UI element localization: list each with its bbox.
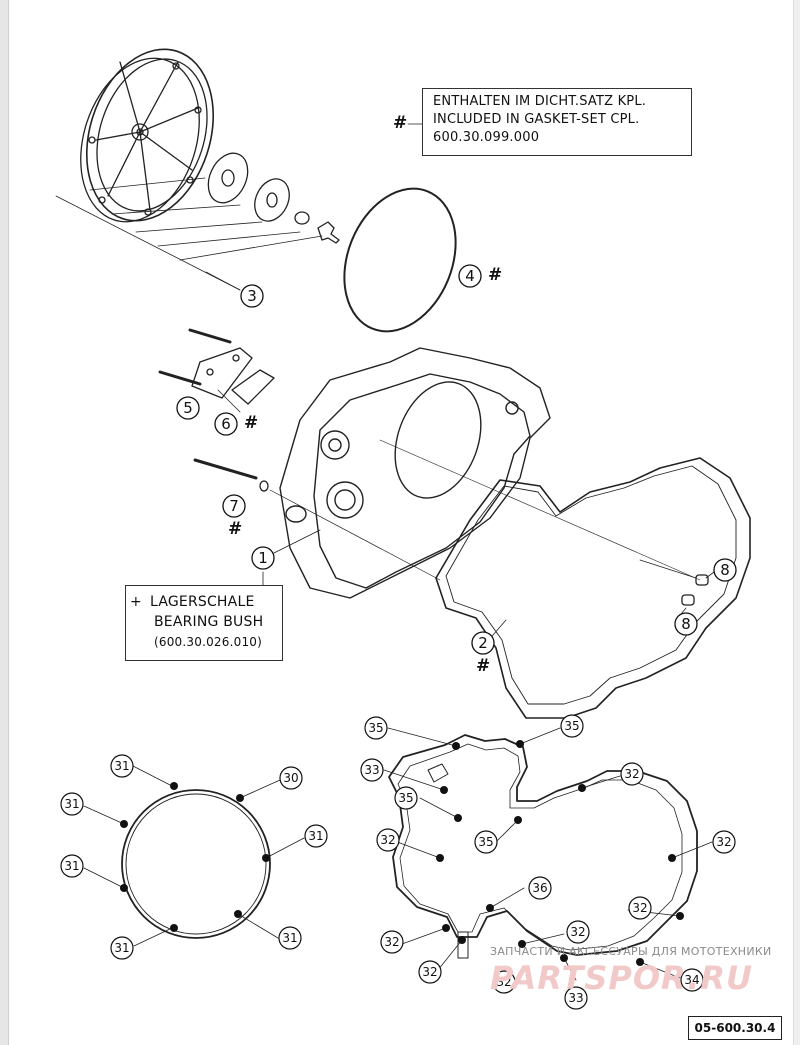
bolt-hole-dots <box>120 740 684 966</box>
outer-cover-part <box>80 48 215 223</box>
svg-text:31: 31 <box>282 931 297 945</box>
svg-text:32: 32 <box>422 965 437 979</box>
svg-text:32: 32 <box>624 767 639 781</box>
svg-text:32: 32 <box>570 925 585 939</box>
cover-ring-gasket-detail <box>121 789 271 939</box>
bearing-bush-note: + LAGERSCHALE BEARING BUSH (600.30.026.01… <box>125 585 283 661</box>
hash-mark-7: # <box>228 519 243 539</box>
leader-lines-3 <box>55 177 323 291</box>
o-ring-4 <box>343 187 457 333</box>
lower-callout-labels: 31 30 31 31 31 31 31 35 35 33 32 35 32 3… <box>64 719 731 1005</box>
right-scan-edge <box>793 0 800 1045</box>
callout-label-8b: 8 <box>681 615 691 633</box>
left-scan-edge <box>0 0 9 1045</box>
dowel-pins-8 <box>639 559 709 606</box>
callout-label-1: 1 <box>258 549 268 567</box>
svg-text:32: 32 <box>380 833 395 847</box>
svg-text:34: 34 <box>684 973 699 987</box>
callout-circle-1 <box>251 546 275 570</box>
seal-washer-parts <box>207 152 340 244</box>
bearing-line-3: (600.30.026.010) <box>154 635 262 649</box>
gasket-outline-detail <box>388 734 698 956</box>
callout-circle-8a <box>713 558 737 582</box>
svg-text:35: 35 <box>564 719 579 733</box>
svg-text:30: 30 <box>283 771 298 785</box>
callout-label-4: 4 <box>465 267 475 285</box>
callout-circle-8b <box>674 612 698 636</box>
svg-text:31: 31 <box>64 859 79 873</box>
bearing-line-2: BEARING BUSH <box>154 614 264 630</box>
note-line-2: INCLUDED IN GASKET-SET CPL. <box>433 112 640 127</box>
svg-text:32: 32 <box>716 835 731 849</box>
callout-circle-3 <box>240 284 264 308</box>
callout-circle-6 <box>214 412 238 436</box>
gasket-set-note: ENTHALTEN IM DICHT.SATZ KPL. INCLUDED IN… <box>422 88 692 156</box>
callout-label-8a: 8 <box>720 561 730 579</box>
svg-text:32: 32 <box>384 935 399 949</box>
callout-circle-4 <box>458 264 482 288</box>
svg-text:35: 35 <box>368 721 383 735</box>
svg-text:33: 33 <box>364 763 379 777</box>
callout-circle-5 <box>176 396 200 420</box>
gasket-part-2 <box>435 457 751 719</box>
svg-text:36: 36 <box>532 881 547 895</box>
svg-text:33: 33 <box>568 991 583 1005</box>
plus-symbol: + <box>130 594 142 610</box>
gasket-part-6 <box>231 369 275 405</box>
callout-circle-2 <box>471 631 495 655</box>
callout-label-6: 6 <box>221 415 231 433</box>
callout-circle-7 <box>222 494 246 518</box>
svg-text:32: 32 <box>632 901 647 915</box>
watermark-logo: PARTSPOR.RU <box>490 959 754 997</box>
drawing-code: 05-600.30.4 <box>688 1016 782 1040</box>
watermark-tagline: ЗАПЧАСТИ И АКСЕССУАРЫ ДЛЯ МОТОТЕХНИКИ <box>490 945 772 958</box>
callout-label-7: 7 <box>229 497 239 515</box>
svg-text:31: 31 <box>64 797 79 811</box>
hash-mark-2: # <box>476 656 491 676</box>
svg-text:31: 31 <box>114 759 129 773</box>
callout-leaders-lower <box>83 727 713 981</box>
svg-text:35: 35 <box>398 791 413 805</box>
svg-text:32: 32 <box>496 975 511 989</box>
hash-mark-6: # <box>244 413 259 433</box>
note-line-1: ENTHALTEN IM DICHT.SATZ KPL. <box>433 94 647 109</box>
callout-label-3: 3 <box>247 287 257 305</box>
bearing-line-1: LAGERSCHALE <box>150 594 255 610</box>
hash-mark-4: # <box>488 265 503 285</box>
svg-text:31: 31 <box>308 829 323 843</box>
watermark: ЗАПЧАСТИ И АКСЕССУАРЫ ДЛЯ МОТОТЕХНИКИ PA… <box>490 945 780 1005</box>
svg-text:31: 31 <box>114 941 129 955</box>
callout-label-5: 5 <box>183 399 193 417</box>
engine-cover-part-1 <box>279 347 551 599</box>
note-line-3: 600.30.099.000 <box>433 130 540 145</box>
note-hash-symbol: # <box>393 113 408 133</box>
svg-text:35: 35 <box>478 835 493 849</box>
cover-plate-part-5 <box>158 328 253 399</box>
callout-label-2: 2 <box>478 634 488 652</box>
